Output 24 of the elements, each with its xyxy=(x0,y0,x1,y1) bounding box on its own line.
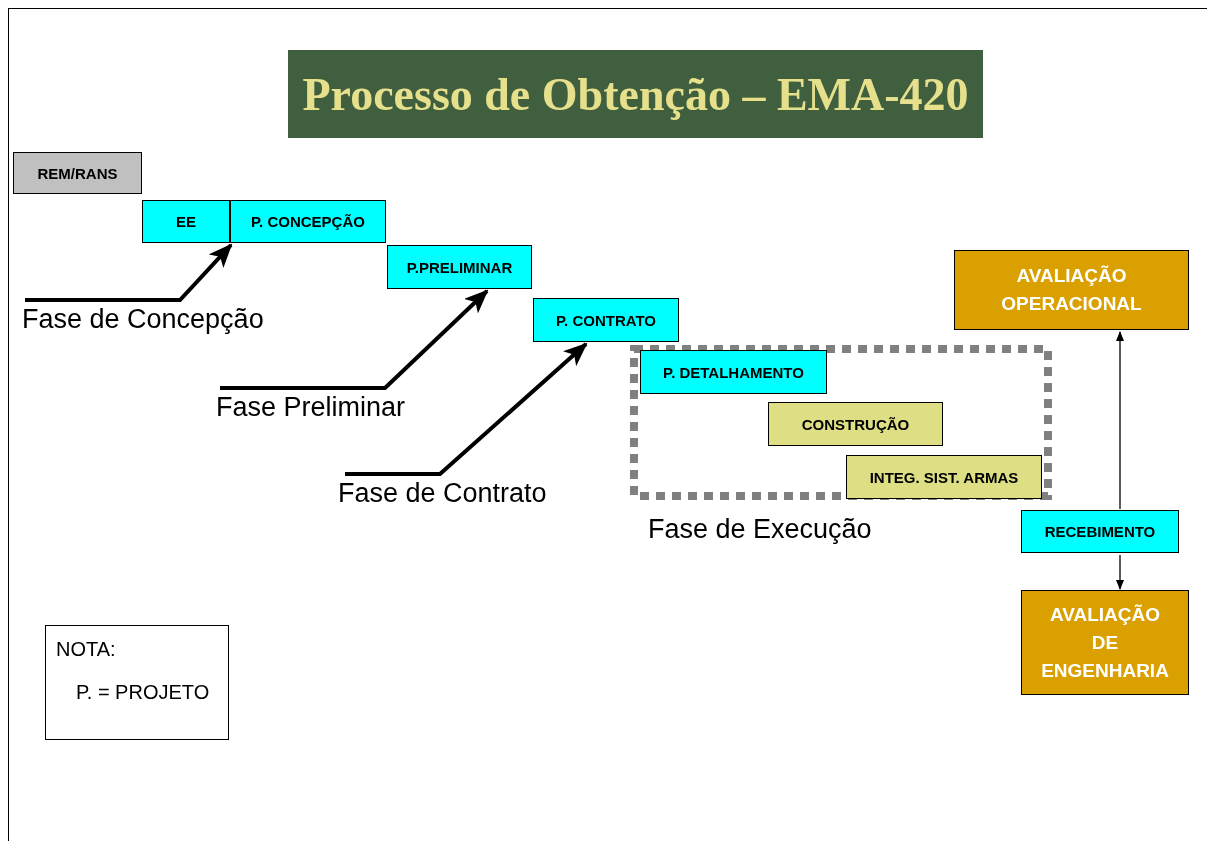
process-box: AVALIAÇÃO OPERACIONAL xyxy=(954,250,1189,330)
arrow xyxy=(345,342,588,476)
group-title: Fase de Execução xyxy=(648,514,872,545)
process-box: EE xyxy=(142,200,230,243)
process-box: P.PRELIMINAR xyxy=(387,245,532,289)
process-box: REM/RANS xyxy=(13,152,142,194)
process-box: CONSTRUÇÃO xyxy=(768,402,943,446)
arrow xyxy=(25,243,233,302)
phase-label: Fase Preliminar xyxy=(216,392,406,423)
process-box: INTEG. SIST. ARMAS xyxy=(846,455,1042,499)
process-box: P. DETALHAMENTO xyxy=(640,350,827,394)
note-text: NOTA: xyxy=(56,638,116,661)
process-box: P. CONCEPÇÃO xyxy=(230,200,386,243)
note-box xyxy=(45,625,229,740)
phase-label: Fase de Contrato xyxy=(338,478,547,509)
process-box: P. CONTRATO xyxy=(533,298,679,342)
arrow xyxy=(1116,331,1124,510)
arrow xyxy=(1116,554,1124,590)
process-box: RECEBIMENTO xyxy=(1021,510,1179,553)
phase-label: Fase de Concepção xyxy=(22,304,264,335)
process-box: AVALIAÇÃO DE ENGENHARIA xyxy=(1021,590,1189,695)
note-text: P. = PROJETO xyxy=(76,681,210,704)
arrow xyxy=(220,289,489,390)
title-banner: Processo de Obtenção – EMA-420 xyxy=(288,50,983,138)
